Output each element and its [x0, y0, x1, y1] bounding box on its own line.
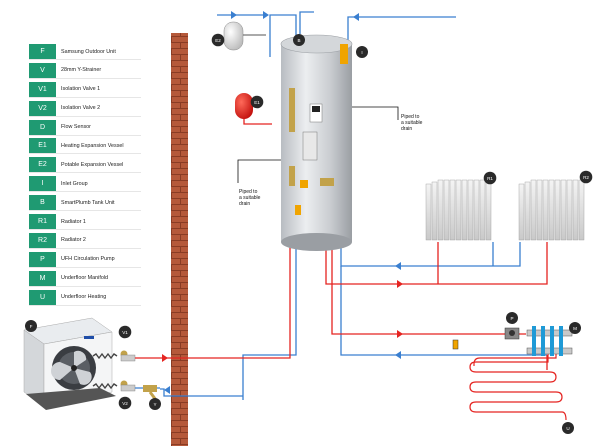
legend-code: R2	[29, 232, 56, 248]
callout-line: Piped to	[239, 189, 258, 195]
svg-text:F: F	[30, 324, 33, 329]
svg-text:V2: V2	[122, 401, 128, 406]
callout-line: a suitable	[401, 120, 423, 126]
legend-row: D Flow Sensor	[29, 119, 141, 136]
legend-label: Flow Sensor	[61, 124, 91, 131]
callout-line: a suitable	[239, 195, 261, 201]
marker-m: M	[569, 322, 581, 334]
legend-code: F	[29, 44, 56, 59]
marker-u: U	[562, 422, 574, 434]
legend-label: Radiator 1	[61, 218, 86, 225]
legend-label: Underfloor Heating	[61, 294, 107, 301]
legend: F Samsung Outdoor Unit V 28mm Y-Strainer V…	[29, 44, 141, 308]
legend-row: E2 Potable Expansion Vessel	[29, 157, 141, 174]
radiator-1	[425, 179, 492, 241]
marker-r1: R1	[483, 171, 497, 185]
legend-row: V 28mm Y-Strainer	[29, 62, 141, 79]
legend-row: V2 Isolation Valve 2	[29, 100, 141, 117]
legend-code: M	[29, 270, 56, 286]
legend-row: R2 Radiator 2	[29, 232, 141, 249]
callout-line: drain	[401, 126, 412, 132]
drain-callout-right: Piped to a suitable drain	[401, 114, 423, 132]
legend-label: Samsung Outdoor Unit	[61, 48, 116, 55]
legend-code: R1	[29, 214, 56, 230]
legend-row: I Inlet Group	[29, 176, 141, 193]
svg-text:R2: R2	[583, 175, 589, 180]
legend-label: Isolation Valve 1	[61, 86, 101, 93]
underfloor-manifold	[526, 326, 573, 356]
legend-row: M Underfloor Manifold	[29, 270, 141, 287]
legend-row: F Samsung Outdoor Unit	[29, 44, 141, 60]
legend-row: U Underfloor Heating	[29, 289, 141, 306]
legend-code: V	[29, 62, 56, 78]
legend-code: E2	[29, 157, 56, 173]
marker-r2: R2	[579, 170, 593, 184]
svg-text:V1: V1	[122, 330, 128, 335]
svg-text:M: M	[573, 326, 577, 331]
ufh-pump	[504, 327, 520, 340]
flex-hoses	[92, 352, 118, 390]
marker-p: P	[506, 312, 518, 324]
marker-b: B	[293, 34, 305, 46]
svg-text:E2: E2	[215, 38, 221, 43]
hot-arrows	[162, 280, 403, 362]
legend-row: R1 Radiator 1	[29, 214, 141, 231]
legend-code: E1	[29, 138, 56, 154]
svg-text:Y: Y	[153, 402, 156, 407]
heating-expansion-vessel	[235, 93, 253, 119]
svg-text:P: P	[510, 316, 513, 321]
legend-code: V2	[29, 100, 56, 116]
marker-e2: E2	[211, 33, 225, 47]
samsung-outdoor-unit	[23, 317, 116, 410]
brick-wall	[171, 33, 188, 446]
marker-v2: V2	[118, 396, 132, 410]
legend-label: 28mm Y-Strainer	[61, 67, 102, 74]
legend-label: Underfloor Manifold	[61, 275, 109, 282]
legend-label: Isolation Valve 2	[61, 105, 101, 112]
legend-code: B	[29, 195, 56, 211]
svg-text:U: U	[566, 426, 569, 431]
cold-arrows	[164, 11, 401, 394]
legend-code: I	[29, 176, 56, 192]
hot-pipes	[153, 112, 548, 370]
callout-line: drain	[239, 201, 250, 207]
legend-label: Radiator 2	[61, 237, 86, 244]
cold-pipes	[160, 11, 547, 400]
marker-f: F	[25, 320, 37, 332]
marker-y: Y	[149, 398, 161, 410]
drain-callout-left: Piped to a suitable drain	[239, 189, 261, 207]
legend-row: P UFH Circulation Pump	[29, 251, 141, 268]
legend-label: UFH Circulation Pump	[61, 256, 115, 263]
legend-code: U	[29, 289, 56, 305]
potable-expansion-vessel	[223, 21, 266, 51]
y-strainer	[143, 385, 158, 401]
radiator-2	[518, 179, 585, 241]
legend-code: V1	[29, 81, 56, 97]
legend-label: Heating Expansion Vessel	[61, 142, 124, 149]
underfloor-loops	[469, 350, 567, 421]
svg-text:E1: E1	[254, 100, 260, 105]
svg-text:B: B	[297, 38, 300, 43]
legend-code: P	[29, 251, 56, 267]
legend-row: V1 Isolation Valve 1	[29, 81, 141, 98]
marker-v1: V1	[118, 325, 132, 339]
smartplumb-tank	[280, 34, 353, 251]
legend-row: B SmartPlumb Tank Unit	[29, 195, 141, 212]
legend-label: Potable Expansion Vessel	[61, 161, 124, 168]
legend-code: D	[29, 119, 56, 135]
isolation-valves	[120, 350, 136, 392]
legend-label: Inlet Group	[61, 180, 88, 187]
marker-i: I	[356, 46, 368, 58]
svg-text:I: I	[361, 50, 362, 55]
marker-e1: E1	[250, 95, 264, 109]
legend-label: SmartPlumb Tank Unit	[61, 199, 115, 206]
legend-row: E1 Heating Expansion Vessel	[29, 138, 141, 155]
svg-text:R1: R1	[487, 176, 493, 181]
flow-sensor	[452, 339, 459, 350]
callout-line: Piped to	[401, 114, 420, 120]
